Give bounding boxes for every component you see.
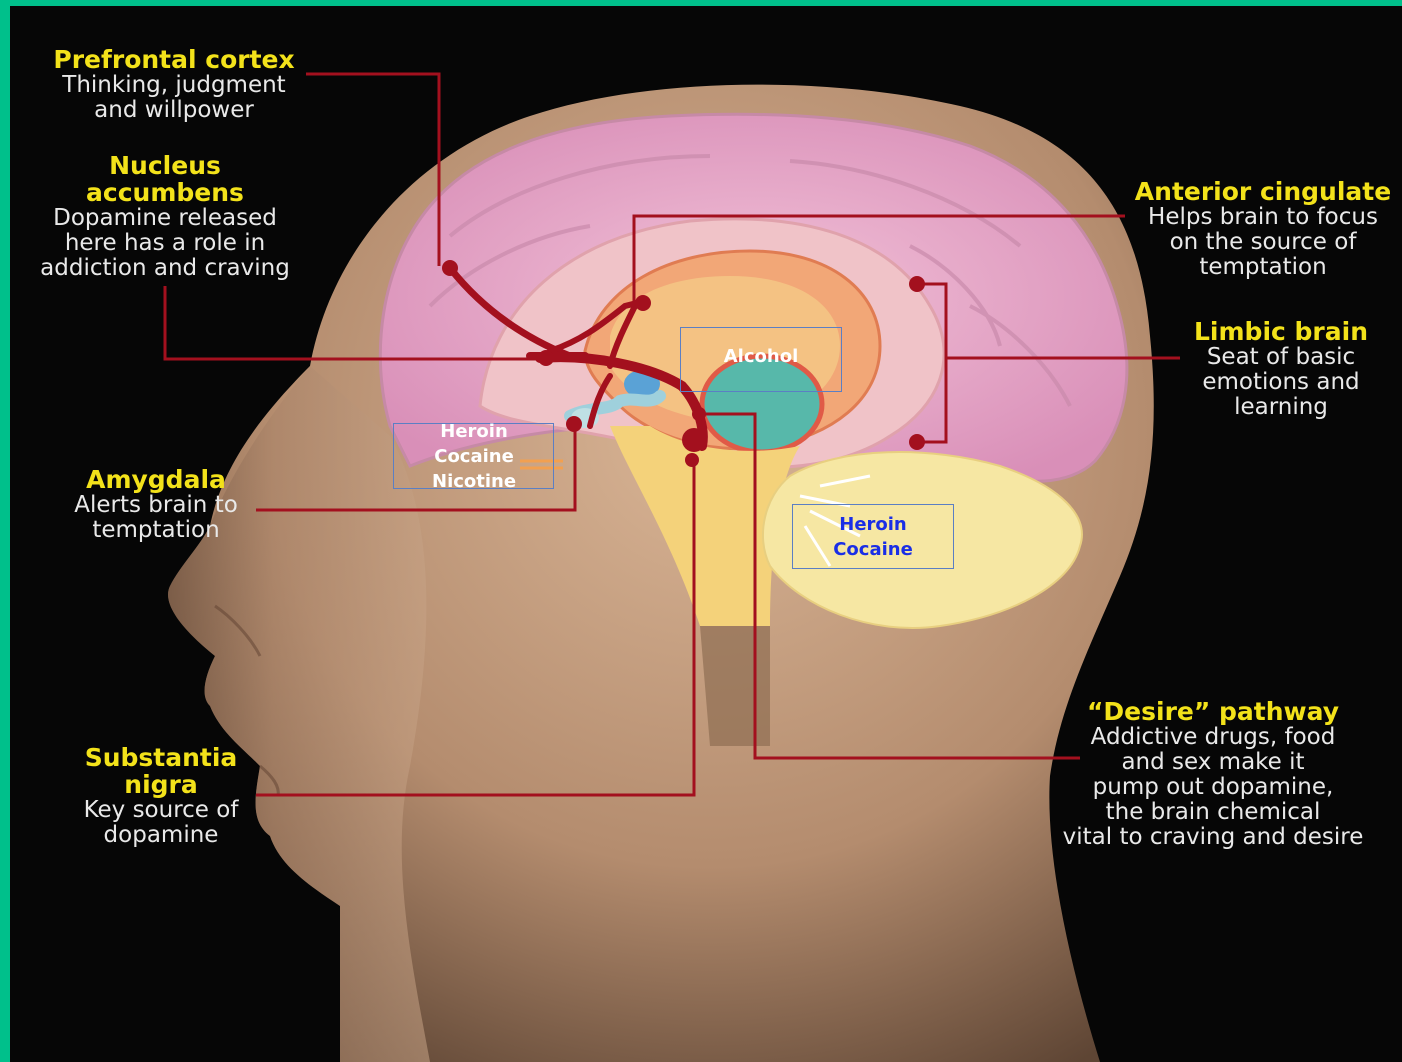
label-nucleus-accumbens: Nucleus accumbens Dopamine released here… [20, 152, 310, 281]
endpoint-cingulate [635, 295, 651, 311]
label-substantia-nigra: Substantia nigra Key source of dopamine [66, 744, 256, 848]
label-prefrontal-cortex: Prefrontal cortex Thinking, judgment and… [44, 46, 304, 123]
label-desc: Seat of basic emotions and learning [1176, 345, 1386, 420]
label-desc: Addictive drugs, food and sex make it pu… [1048, 725, 1378, 850]
label-desc: Dopamine released here has a role in add… [20, 206, 310, 281]
brainstem-lower [700, 626, 770, 746]
label-limbic-brain: Limbic brain Seat of basic emotions and … [1176, 318, 1386, 420]
label-anterior-cingulate: Anterior cingulate Helps brain to focus … [1128, 178, 1398, 280]
label-amygdala: Amygdala Alerts brain to temptation [56, 466, 256, 543]
label-title: “Desire” pathway [1048, 698, 1378, 725]
label-title: Limbic brain [1176, 318, 1386, 345]
endpoint-prefrontal [442, 260, 458, 276]
drug-box-heroin-cocaine-nicotine: Heroin Cocaine Nicotine [393, 423, 554, 489]
diagram-canvas: Prefrontal cortex Thinking, judgment and… [10, 6, 1402, 1062]
label-title: Anterior cingulate [1128, 178, 1398, 205]
label-desc: Key source of dopamine [66, 798, 256, 848]
drug-box-heroin-cocaine: Heroin Cocaine [792, 504, 954, 569]
label-desc: Thinking, judgment and willpower [44, 73, 304, 123]
endpoint-vta [682, 428, 706, 452]
label-title: Amygdala [56, 466, 256, 493]
label-desire-pathway: “Desire” pathway Addictive drugs, food a… [1048, 698, 1378, 850]
label-title: Substantia nigra [66, 744, 256, 798]
drug-box-alcohol: Alcohol [680, 327, 842, 392]
label-title: Prefrontal cortex [44, 46, 304, 73]
label-title: Nucleus accumbens [20, 152, 310, 206]
endpoint-substantia [685, 453, 699, 467]
label-desc: Alerts brain to temptation [56, 493, 256, 543]
label-desc: Helps brain to focus on the source of te… [1128, 205, 1398, 280]
